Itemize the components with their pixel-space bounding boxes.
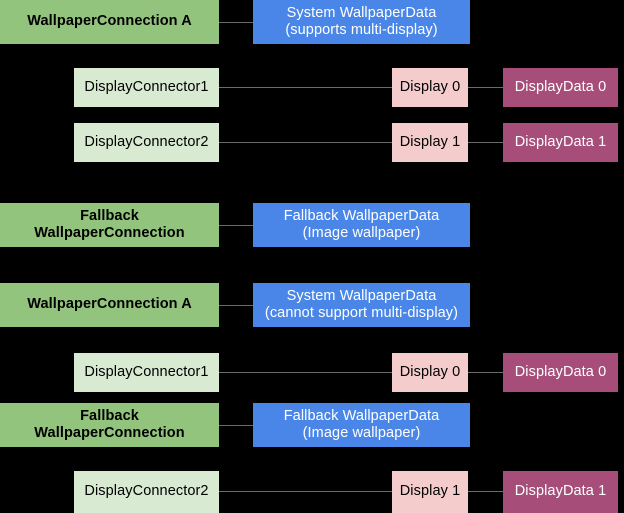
node-label: System WallpaperData (cannot support mul… <box>264 287 459 321</box>
edge-display1-1-to-displaydata1-1 <box>468 142 503 143</box>
node-label: DisplayData 0 <box>514 78 607 95</box>
node-fallback-wallpaper-connection-2[interactable]: Fallback WallpaperConnection <box>0 403 219 447</box>
node-wallpaper-connection-a-1[interactable]: WallpaperConnection A <box>0 0 219 44</box>
node-fallback-wallpaper-connection-1[interactable]: Fallback WallpaperConnection <box>0 203 219 247</box>
edge-display0-2-to-displaydata0-2 <box>468 372 503 373</box>
node-label: Fallback WallpaperData (Image wallpaper) <box>283 207 440 241</box>
node-display-connector2-2[interactable]: DisplayConnector2 <box>74 471 219 513</box>
node-label: WallpaperConnection A <box>27 13 192 30</box>
edge-dc1-1-to-display0-1 <box>219 87 392 88</box>
edge-conn-a-1-to-sys-wd-multi <box>219 22 253 23</box>
node-label: DisplayData 1 <box>514 133 607 150</box>
node-display-data-0-1[interactable]: DisplayData 0 <box>503 68 618 107</box>
node-display-data-1-1[interactable]: DisplayData 1 <box>503 123 618 162</box>
node-label: System WallpaperData (supports multi-dis… <box>285 4 438 38</box>
node-display-connector1-1[interactable]: DisplayConnector1 <box>74 68 219 107</box>
node-display-data-1-2[interactable]: DisplayData 1 <box>503 471 618 513</box>
edge-dc2-2-to-display1-2 <box>219 491 392 492</box>
node-label: Display 0 <box>399 78 461 95</box>
node-label: Display 1 <box>399 483 461 500</box>
node-label: DisplayConnector1 <box>84 363 209 380</box>
node-display-0-1[interactable]: Display 0 <box>392 68 468 107</box>
node-display-connector1-2[interactable]: DisplayConnector1 <box>74 353 219 392</box>
node-display-0-2[interactable]: Display 0 <box>392 353 468 392</box>
node-label: WallpaperConnection A <box>27 296 192 313</box>
node-label: DisplayConnector2 <box>84 133 209 150</box>
edge-fb-conn-2-to-fb-wd-2 <box>219 425 253 426</box>
node-label: Display 0 <box>399 363 461 380</box>
node-fallback-wallpaperdata-1[interactable]: Fallback WallpaperData (Image wallpaper) <box>253 203 470 247</box>
node-system-wallpaperdata-single[interactable]: System WallpaperData (cannot support mul… <box>253 283 470 327</box>
node-display-connector2-1[interactable]: DisplayConnector2 <box>74 123 219 162</box>
edge-display1-2-to-displaydata1-2 <box>468 491 503 492</box>
node-label: Fallback WallpaperData (Image wallpaper) <box>283 407 440 441</box>
edge-dc1-2-to-display0-2 <box>219 372 392 373</box>
node-label: Fallback WallpaperConnection <box>34 207 185 241</box>
node-system-wallpaperdata-multi[interactable]: System WallpaperData (supports multi-dis… <box>253 0 470 44</box>
node-wallpaper-connection-a-2[interactable]: WallpaperConnection A <box>0 283 219 327</box>
node-label: DisplayConnector2 <box>84 483 209 500</box>
node-label: DisplayData 1 <box>514 483 607 500</box>
edge-conn-a-2-to-sys-wd-single <box>219 305 253 306</box>
node-label: Display 1 <box>399 133 461 150</box>
node-label: Fallback WallpaperConnection <box>34 407 185 441</box>
node-display-1-1[interactable]: Display 1 <box>392 123 468 162</box>
node-display-1-2[interactable]: Display 1 <box>392 471 468 513</box>
edge-display0-1-to-displaydata0-1 <box>468 87 503 88</box>
edge-fb-conn-1-to-fb-wd-1 <box>219 225 253 226</box>
node-label: DisplayConnector1 <box>84 78 209 95</box>
node-fallback-wallpaperdata-2[interactable]: Fallback WallpaperData (Image wallpaper) <box>253 403 470 447</box>
node-label: DisplayData 0 <box>514 363 607 380</box>
edge-dc2-1-to-display1-1 <box>219 142 392 143</box>
node-display-data-0-2[interactable]: DisplayData 0 <box>503 353 618 392</box>
